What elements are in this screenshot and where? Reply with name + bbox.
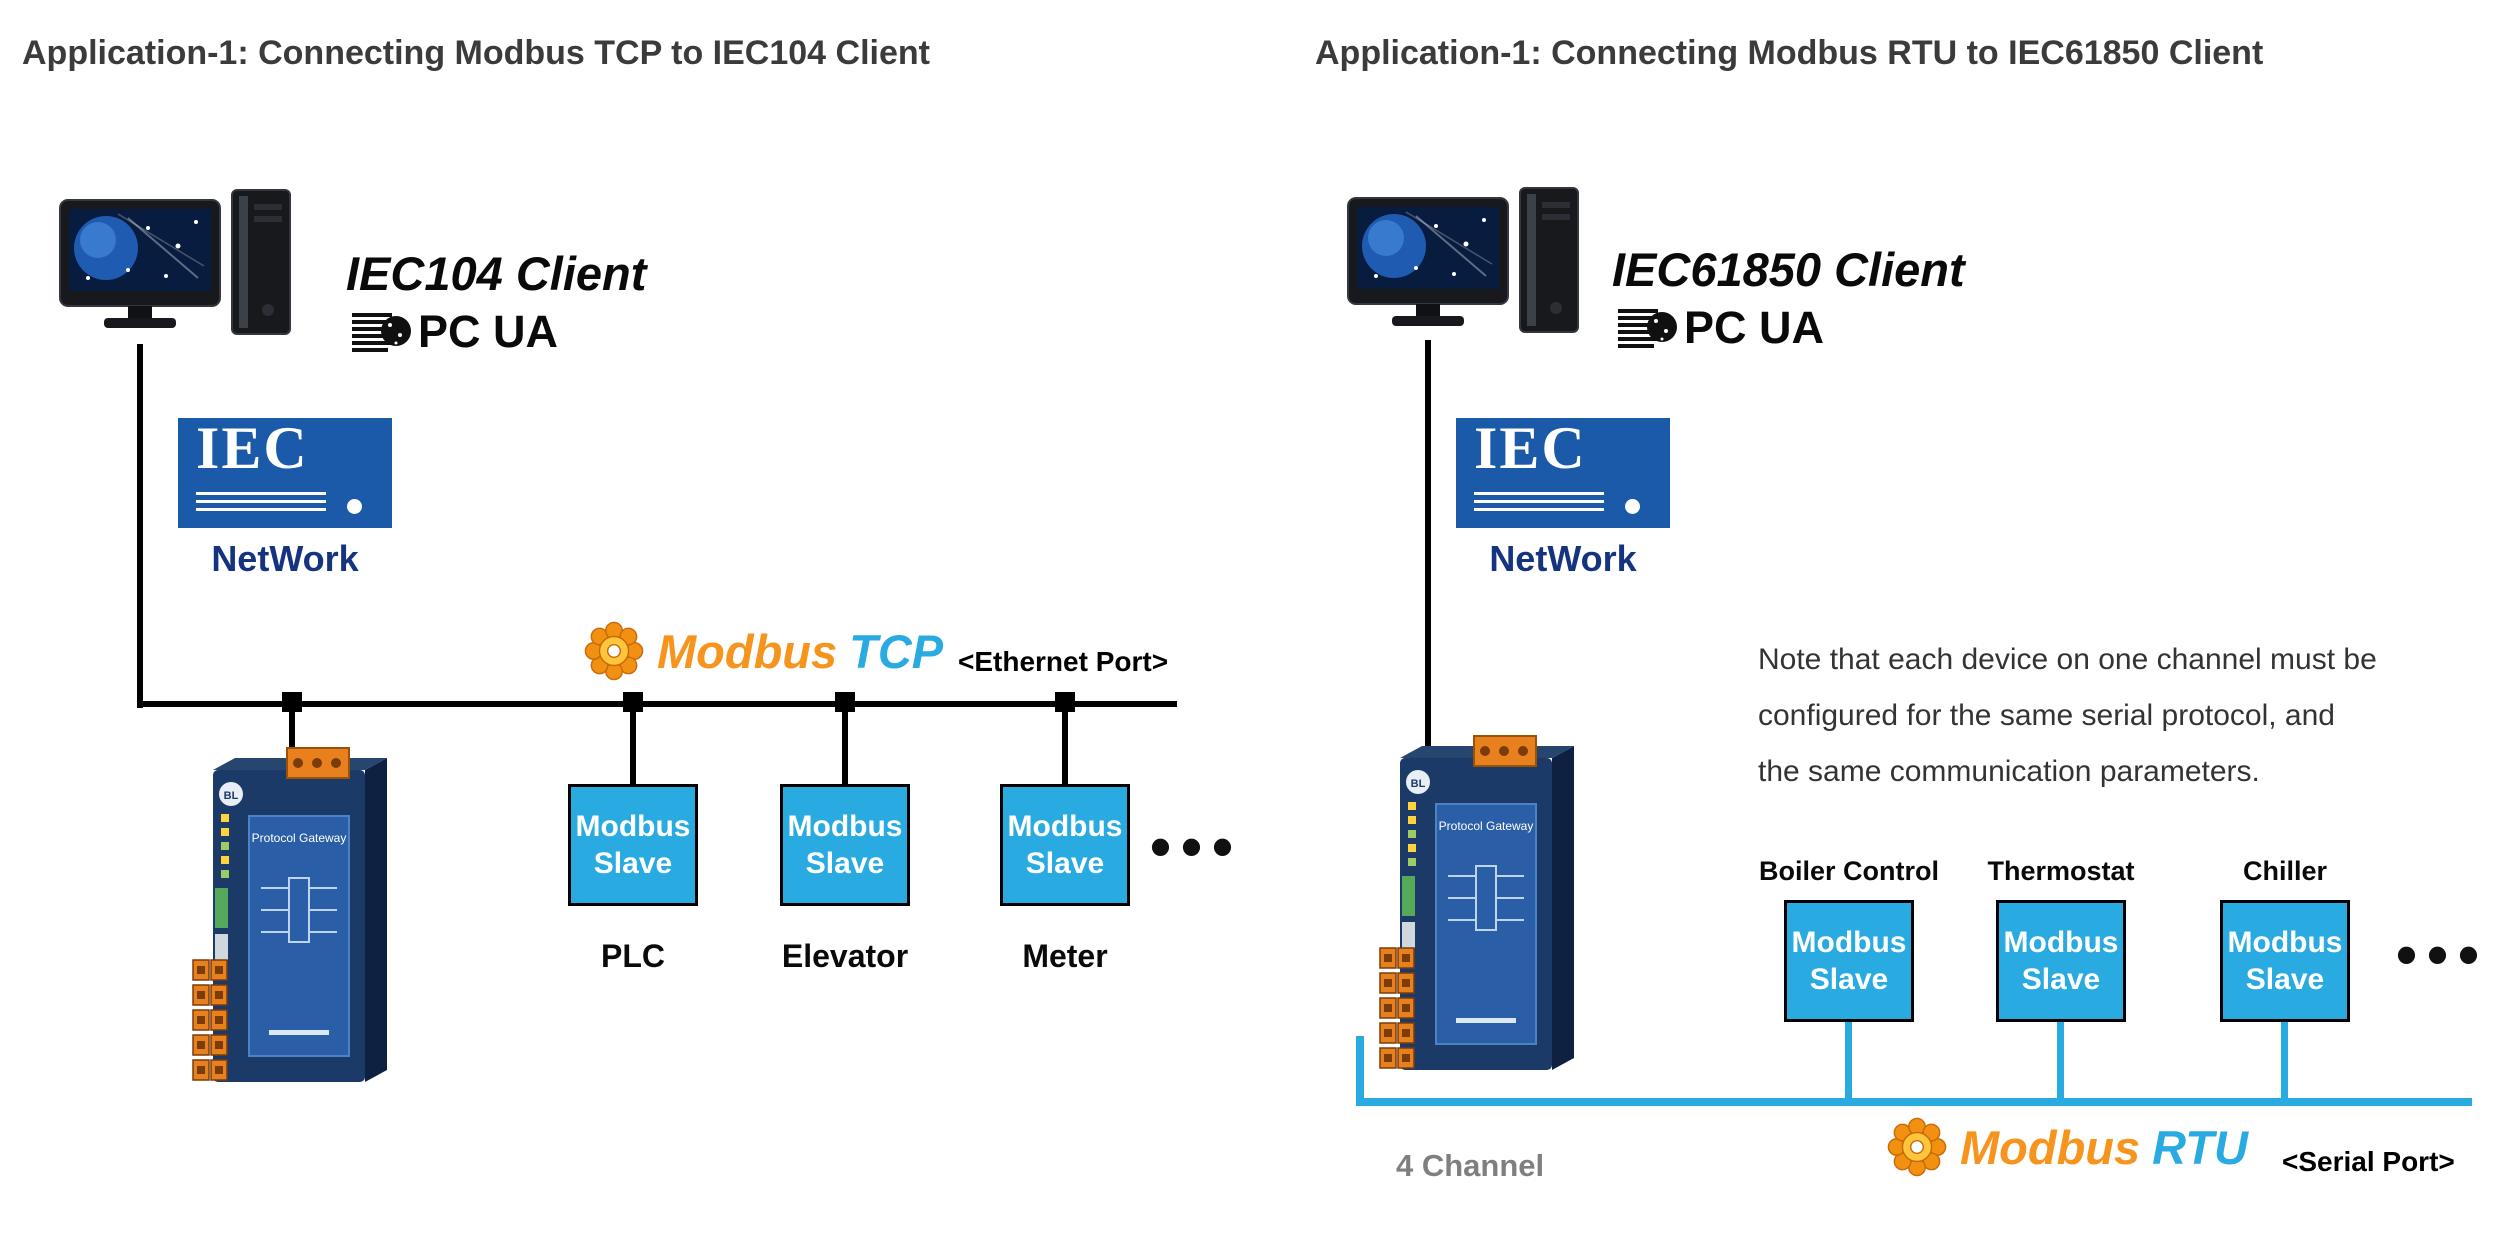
right-opcua-logo: PC UA [1618,302,1824,354]
gateway-device: BL Protocol Gateway [1379,735,1574,1070]
ellipsis: ••• [2396,921,2490,988]
iec-logo-text: IEC [1474,415,1587,481]
opcua-text: PC UA [1684,302,1825,353]
iec-logo-lines [1474,492,1604,516]
drop-line [289,701,295,771]
gateway-badge: BL [224,790,239,802]
modbus-variant: TCP [849,624,944,678]
slave-box-line1: Modbus [787,809,903,843]
gateway-panel-label: Protocol Gateway [1439,819,1534,833]
note-text: Note that each device on one channel mus… [1758,632,2377,800]
gateway-panel-label: Protocol Gateway [252,831,347,845]
serial-drop-line [2057,1022,2064,1102]
drop-line [1062,701,1068,786]
slave-box-line1: Modbus [2227,925,2343,959]
slave-caption: Meter [1022,938,1108,974]
left-port-label: <Ethernet Port> [958,646,1169,677]
right-modbus-logo: Modbus RTU [1886,1116,2248,1178]
left-title: Application-1: Connecting Modbus TCP to … [22,34,930,72]
slave-box: Modbus Slave [1000,784,1130,906]
gateway-device: BL Protocol Gateway [192,747,387,1082]
drop-line [630,701,636,786]
left-client-label: IEC104 Client [346,247,647,300]
slave-box-line2: Slave [805,847,885,880]
left-bus-line [137,701,1177,707]
left-modbus-logo: Modbus TCP [583,620,943,682]
slave-box: Modbus Slave [780,784,910,906]
left-client-link-line [137,344,143,708]
serial-drop-line [2281,1022,2288,1102]
serial-drop-line [1845,1022,1852,1102]
slave-box-line2: Slave [593,847,673,880]
slave-box-line1: Modbus [1791,925,1907,959]
computer-icon [1347,187,1579,333]
slave-box-line2: Slave [1809,963,1889,996]
slave-box-line2: Slave [2245,963,2325,996]
slave-caption: PLC [601,938,665,974]
left-opcua-logo: PC UA [352,306,558,358]
computer-icon [59,189,291,335]
modbus-name: Modbus [657,624,838,678]
right-network-label: NetWork [1489,538,1637,579]
iec-network-logo: IEC [178,415,392,528]
ellipsis: ••• [1150,813,1244,880]
note-line: configured for the same serial protocol,… [1758,699,2335,732]
slave-box-line2: Slave [1025,847,1105,880]
channel-label: 4 Channel [1396,1148,1545,1183]
modbus-name: Modbus [1960,1120,2141,1174]
note-line: the same communication parameters. [1758,755,2260,788]
right-client-label: IEC61850 Client [1612,243,1965,296]
right-client-link-line [1425,340,1431,760]
iec-logo-lines [196,492,326,516]
opcua-emblem-icon [1618,309,1677,348]
gateway-badge: BL [1411,778,1426,790]
drop-line [842,701,848,786]
slave-caption: Elevator [781,938,909,974]
device-caption: Chiller [2242,856,2328,886]
note-line: Note that each device on one channel mus… [1758,643,2377,676]
iec-network-logo: IEC [1456,415,1670,528]
slave-box-line2: Slave [2021,963,2101,996]
modbus-gear-icon [1887,1117,1947,1177]
slave-box: Modbus Slave [2220,900,2350,1022]
slave-box: Modbus Slave [1784,900,1914,1022]
device-caption: Boiler Control [1759,856,1939,886]
right-title: Application-1: Connecting Modbus RTU to … [1315,34,2264,72]
right-port-label: <Serial Port> [2282,1146,2455,1177]
iec-logo-text: IEC [196,415,309,481]
iec-logo-dot [1625,499,1640,514]
serial-bus-riser [1356,1036,1364,1106]
slave-box-line1: Modbus [575,809,691,843]
opcua-text: PC UA [418,306,559,357]
opcua-emblem-icon [352,313,411,352]
left-network-label: NetWork [211,538,359,579]
modbus-gear-icon [584,621,644,681]
serial-bus-line [1356,1098,2472,1106]
slave-box-line1: Modbus [1007,809,1123,843]
device-caption: Thermostat [1987,856,2135,886]
modbus-variant: RTU [2152,1120,2248,1174]
slave-box-line1: Modbus [2003,925,2119,959]
slave-box: Modbus Slave [1996,900,2126,1022]
iec-logo-dot [347,499,362,514]
slave-box: Modbus Slave [568,784,698,906]
